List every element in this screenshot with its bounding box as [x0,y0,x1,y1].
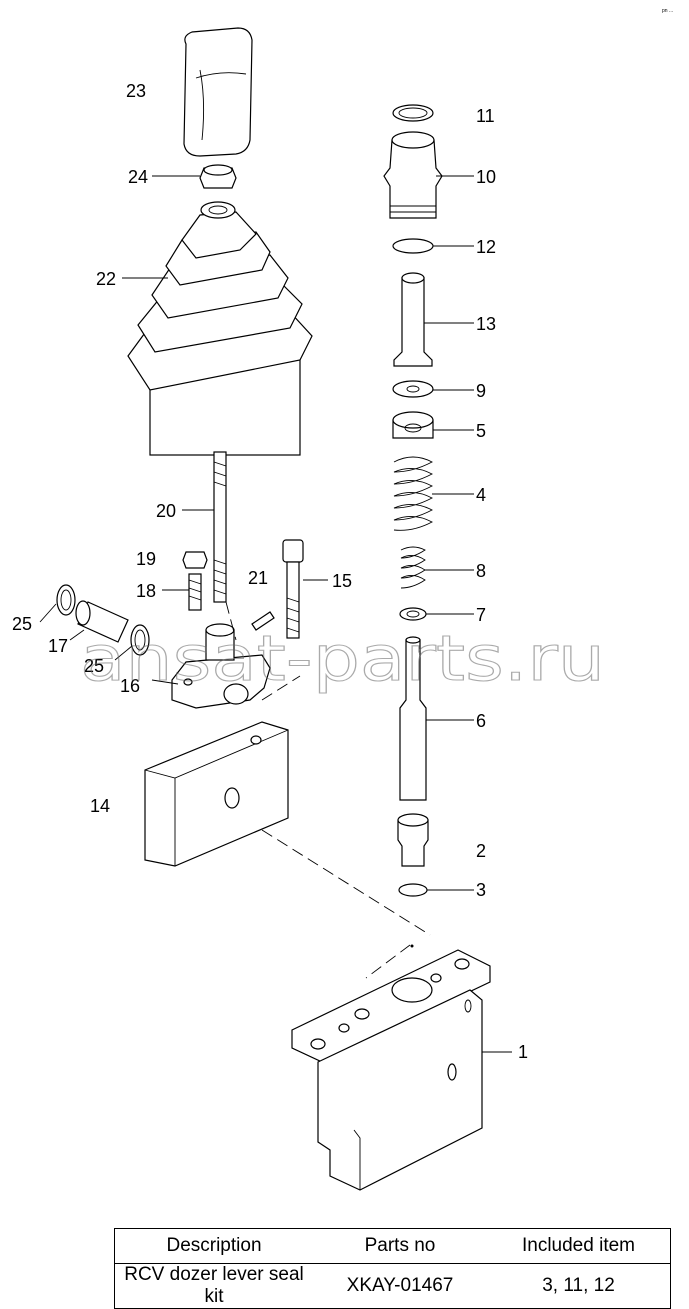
cell-included-item: 3, 11, 12 [542,1275,615,1296]
table-row: RCV dozer lever seal kit XKAY-01467 3, 1… [114,1264,671,1309]
callout-19: 19 [136,549,156,569]
callout-7: 7 [476,605,486,625]
callout-9: 9 [476,381,486,401]
part-6-spool [399,636,427,801]
callout-13: 13 [476,314,496,334]
part-17-tube [75,600,129,643]
callout-16: 16 [120,676,140,696]
part-14-box [144,721,289,867]
part-11-ring [392,104,434,122]
header-description: Description [166,1235,262,1256]
callout-6: 6 [476,711,486,731]
part-19-nut [182,551,208,569]
part-25-ring-b [130,624,150,656]
leader-lines [39,175,512,1053]
part-18-stud [188,573,202,611]
callout-21: 21 [248,568,268,588]
part-23-grip [183,27,253,157]
cell-parts-no: XKAY-01467 [346,1275,454,1296]
header-included-item: Included item [521,1235,635,1256]
callout-2: 2 [476,841,486,861]
callout-17: 17 [48,636,68,656]
part-8-spring [400,546,426,589]
part-7-washer [399,607,427,621]
part-12-oring [392,238,434,254]
part-2-plug [397,813,429,867]
callout-18: 18 [136,581,156,601]
callout-25-b: 25 [84,656,104,676]
part-16-bracket [171,623,271,709]
callout-1: 1 [518,1042,528,1062]
part-25-ring-a [56,584,76,616]
header-parts-no: Parts no [364,1235,436,1256]
part-15-screw [282,539,304,639]
part-21-pin [251,611,275,631]
callout-5: 5 [476,421,486,441]
callout-20: 20 [156,501,176,521]
parts-table: Description Parts no Included item RCV d… [114,1228,671,1309]
part-4-spring [393,456,433,531]
watermark: ansat-parts.ru [80,622,605,695]
part-3-oring [398,883,428,897]
part-9-washer [392,380,434,398]
callout-12: 12 [476,237,496,257]
callout-23: 23 [126,81,146,101]
callout-22: 22 [96,269,116,289]
cell-description: RCV dozer lever seal kit [124,1264,304,1307]
part-1-housing [291,949,491,1191]
callout-24: 24 [128,167,148,187]
callout-labels: 1 2 3 4 5 6 7 8 9 10 11 12 13 14 15 16 1… [12,81,528,1062]
callout-10: 10 [476,167,496,187]
corner-mark: pn ... [662,8,673,14]
table-header-row: Description Parts no Included item [114,1228,671,1264]
callout-3: 3 [476,880,486,900]
part-13-sleeve [393,272,433,367]
part-20-rod [213,451,227,603]
part-24-nut [199,164,237,189]
callout-14: 14 [90,796,110,816]
callout-15: 15 [332,571,352,591]
part-10-plug [383,131,443,219]
part-22-boot [127,201,313,456]
callout-8: 8 [476,561,486,581]
part-5-seat [392,411,434,439]
callout-11: 11 [476,106,495,126]
callout-25-a: 25 [12,614,32,634]
callout-4: 4 [476,485,486,505]
